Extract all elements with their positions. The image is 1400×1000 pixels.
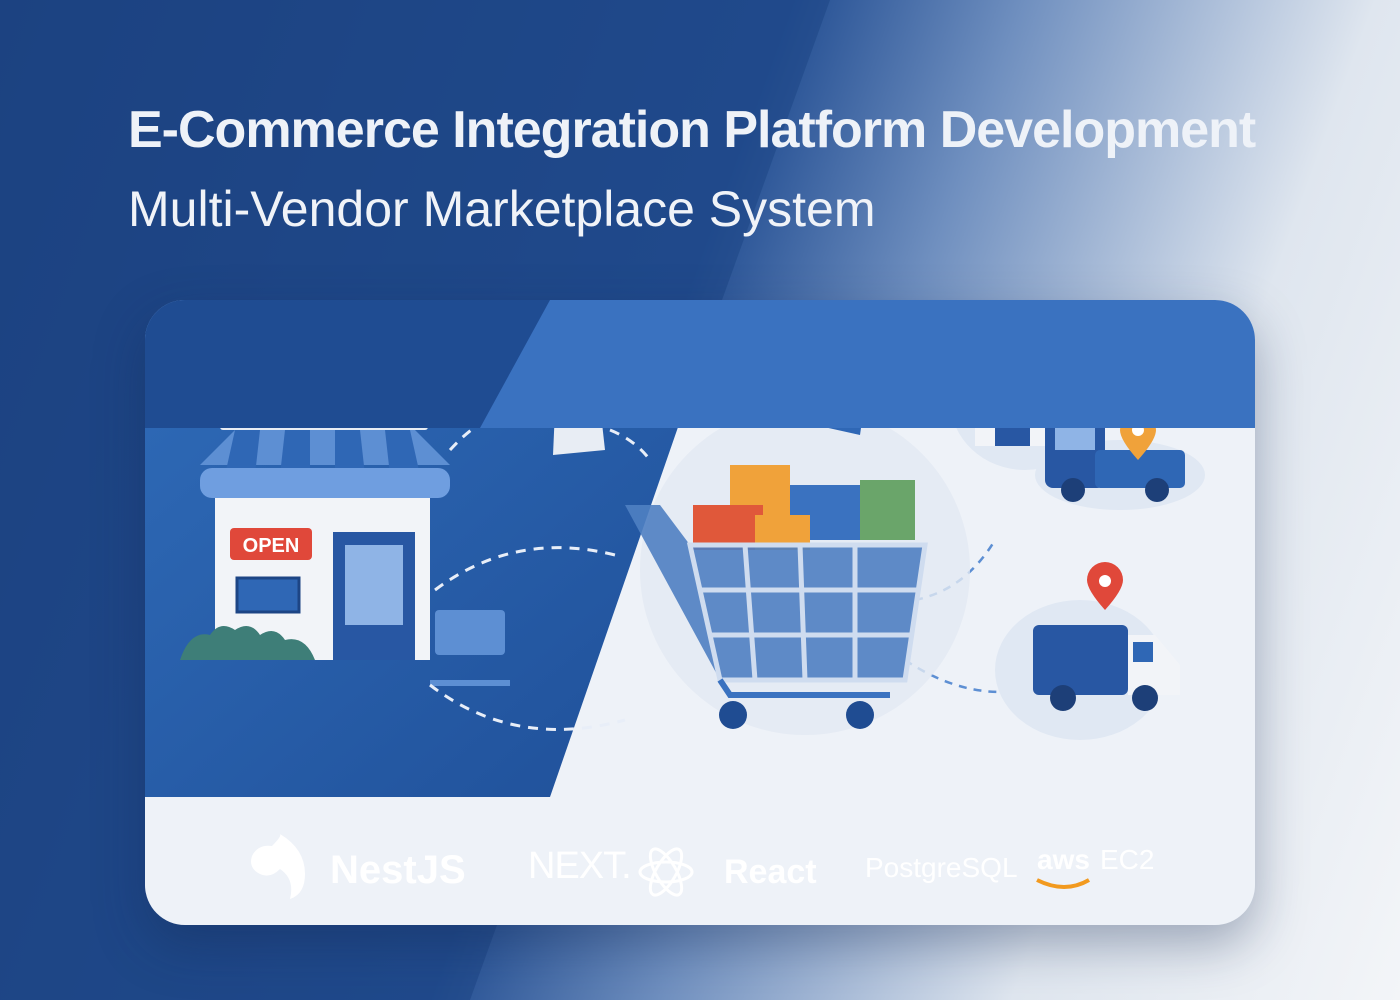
storefront-icon: OPEN xyxy=(180,408,510,686)
nextjs-logo: NEXT. xyxy=(528,845,632,887)
pickup-truck-icon xyxy=(1045,418,1185,502)
aws-logo: aws xyxy=(1037,844,1090,875)
open-sign: OPEN xyxy=(243,535,300,557)
postgresql-logo: PostgreSQL xyxy=(865,852,1018,883)
illustration-card: OPEN xyxy=(145,300,1255,925)
react-logo: React xyxy=(724,853,817,891)
page-subtitle: Multi-Vendor Marketplace System xyxy=(128,181,876,237)
ec2-label: EC2 xyxy=(1100,844,1155,875)
location-pin-icon xyxy=(1087,562,1123,610)
delivery-van-icon xyxy=(1033,625,1180,711)
nestjs-logo: NestJS xyxy=(330,848,466,892)
nestjs-logo-icon xyxy=(251,834,305,899)
page-title: E-Commerce Integration Platform Developm… xyxy=(128,101,1256,159)
shopping-cart-icon xyxy=(625,465,928,729)
react-atom-icon xyxy=(638,847,694,897)
tech-stack-band xyxy=(145,300,1255,428)
aws-smile-icon xyxy=(1036,878,1091,889)
